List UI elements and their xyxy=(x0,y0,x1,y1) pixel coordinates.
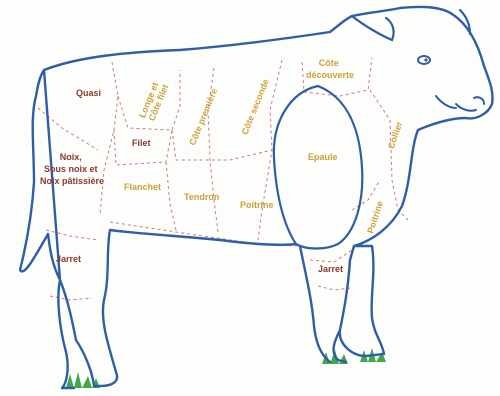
label-filet: Filet xyxy=(132,138,151,148)
eye-pupil xyxy=(424,58,427,61)
label-quasi: Quasi xyxy=(76,88,101,98)
label-poitrine-front: Poitrine xyxy=(365,200,385,235)
shoulder-outline xyxy=(274,86,362,249)
label-cote-seconde: Côte seconde xyxy=(240,78,271,136)
label-jarret-rear: Jarret xyxy=(56,254,81,264)
label-poitrine-belly: Poitrine xyxy=(240,200,274,210)
nostril-mouth xyxy=(436,96,484,111)
label-longe: Longe et Côte filet xyxy=(137,78,171,123)
label-jarret-front: Jarret xyxy=(318,264,343,274)
label-tendron: Tendron xyxy=(184,192,219,202)
eye-icon xyxy=(418,56,430,64)
label-flanchet: Flanchet xyxy=(124,182,161,192)
label-cote-premiere: Côte première xyxy=(187,87,219,147)
label-epaule: Epaule xyxy=(308,152,338,162)
label-collier: Collier xyxy=(386,120,404,150)
label-cote-decouverte: Côte découverte xyxy=(306,58,354,80)
